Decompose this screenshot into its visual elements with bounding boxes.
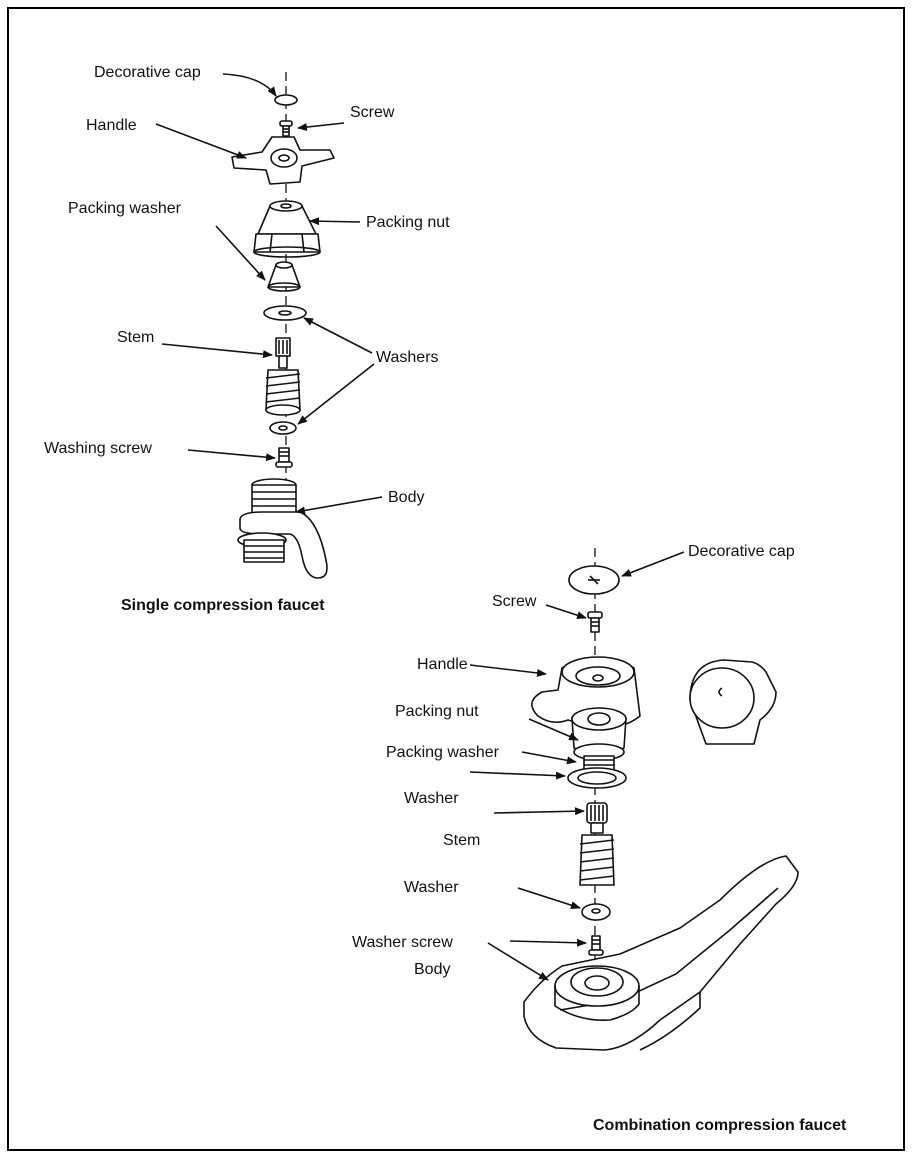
single-packing-nut (253, 200, 321, 258)
combination-label-packing-nut: Packing nut (395, 703, 479, 720)
combination-washer-screw (588, 935, 604, 956)
single-washer-lower (269, 421, 297, 435)
combination-body (523, 659, 799, 1051)
single-caption: Single compression faucet (121, 597, 325, 614)
single-screw (279, 120, 293, 137)
combination-stem (579, 802, 615, 886)
single-packing-washer (267, 261, 301, 292)
combination-label-washer-top: Washer (404, 790, 459, 807)
single-stem (265, 337, 301, 416)
single-label-screw: Screw (350, 104, 395, 121)
single-decorative-cap (274, 94, 298, 106)
combination-washer-top (567, 767, 627, 789)
combination-label-screw: Screw (492, 593, 537, 610)
combination-faucet-illustration (469, 548, 799, 1051)
combination-label-packing-washer: Packing washer (386, 744, 499, 761)
single-label-handle: Handle (86, 117, 137, 134)
combination-screw (587, 611, 603, 633)
single-washer-upper (263, 305, 307, 321)
single-label-washers: Washers (376, 349, 439, 366)
single-washing-screw (275, 447, 293, 468)
combination-packing-washer (573, 743, 625, 771)
combination-packing-nut (571, 707, 627, 754)
single-label-body: Body (388, 489, 425, 506)
single-faucet-illustration (155, 72, 383, 579)
single-label-decorative-cap: Decorative cap (94, 64, 201, 81)
single-handle (231, 136, 335, 185)
combination-caption: Combination compression faucet (593, 1117, 847, 1134)
combination-label-decorative-cap: Decorative cap (688, 543, 795, 560)
combination-label-handle: Handle (417, 656, 468, 673)
combination-label-stem: Stem (443, 832, 481, 849)
single-label-stem: Stem (117, 329, 155, 346)
combination-washer-bottom (581, 903, 611, 921)
single-label-washing-screw: Washing screw (44, 440, 152, 457)
combination-label-washer-screw: Washer screw (352, 934, 453, 951)
single-leader-arrows (155, 73, 383, 515)
single-label-packing-nut: Packing nut (366, 214, 450, 231)
single-body (237, 478, 328, 579)
diagram-frame (7, 7, 905, 1151)
combination-label-body: Body (414, 961, 451, 978)
combination-label-washer-bottom: Washer (404, 879, 459, 896)
combination-leader-arrows (469, 551, 685, 981)
single-label-packing-washer: Packing washer (68, 200, 181, 217)
combination-decorative-cap (568, 565, 620, 595)
